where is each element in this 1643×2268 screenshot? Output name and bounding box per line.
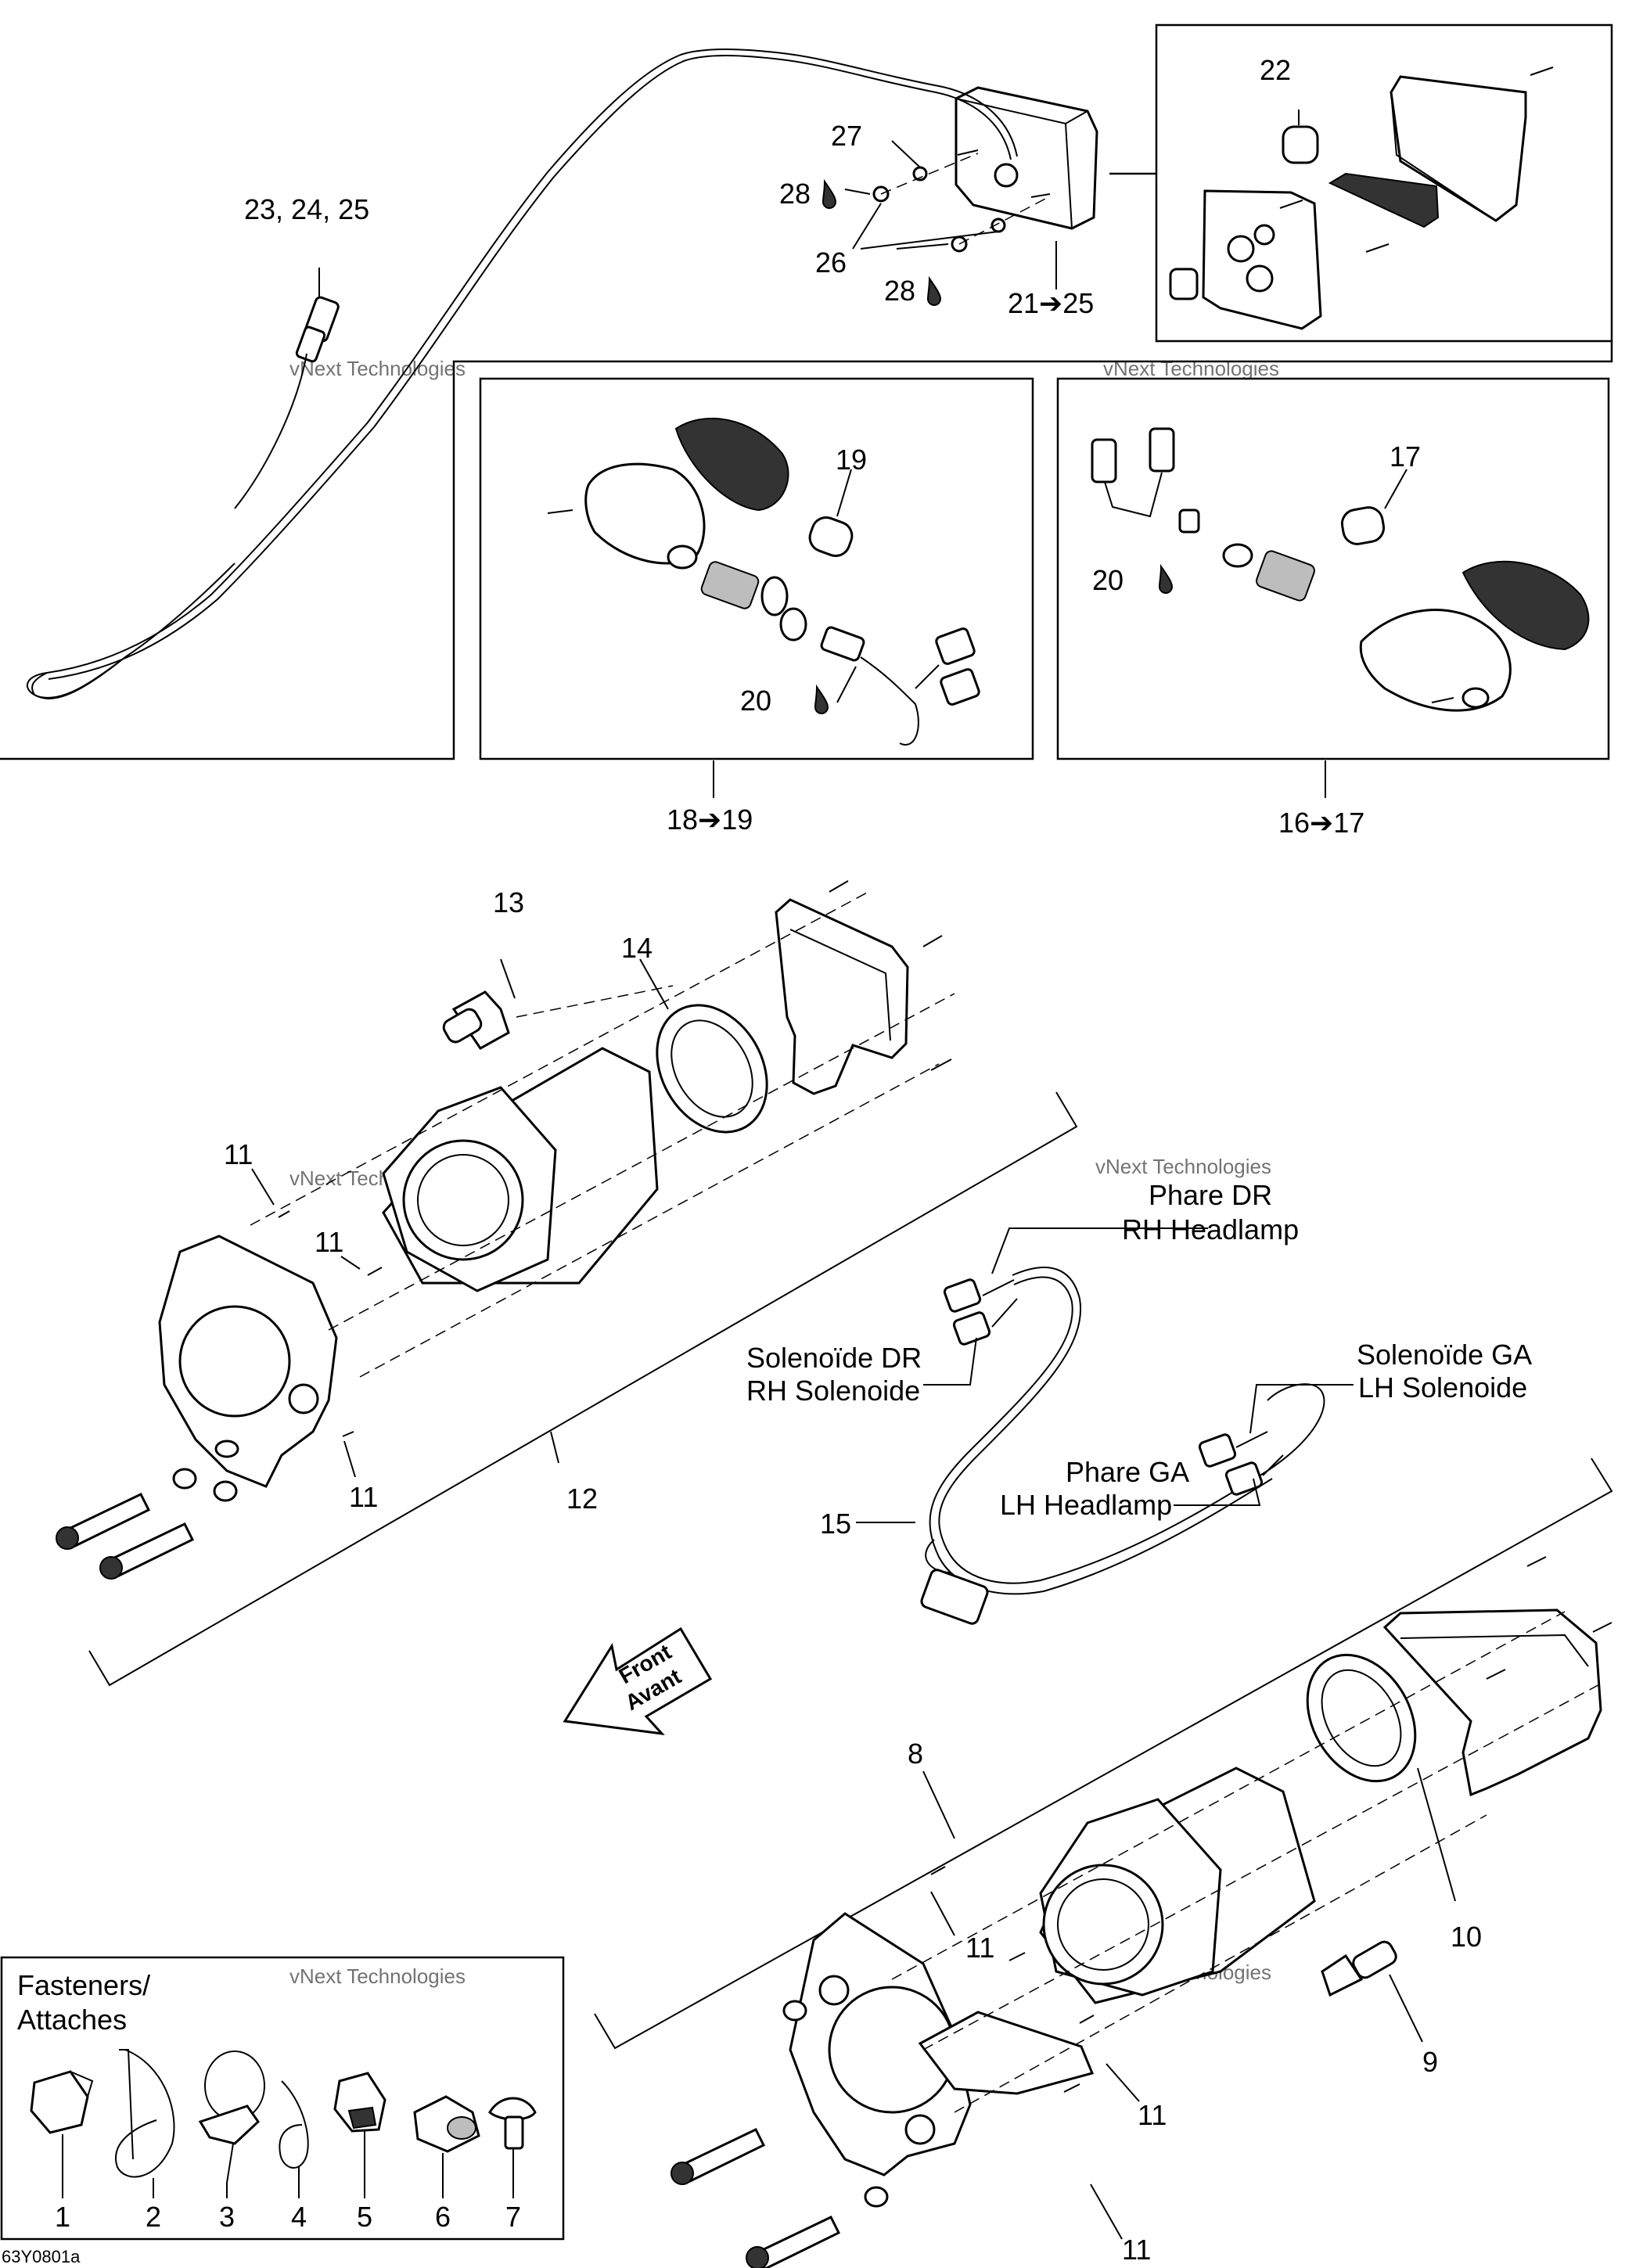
callout-23-24-25: 23, 24, 25 [244,193,369,225]
callout-13: 13 [493,886,524,918]
callout-19: 19 [836,444,867,476]
callout-15: 15 [820,1508,851,1540]
label-phare-dr: Phare DR [1149,1179,1272,1211]
callout-11: 11 [349,1481,378,1513]
callout-26: 26 [815,246,847,279]
fasteners-subtitle: Attaches [17,2004,127,2036]
drop-icon [1158,563,1174,594]
fasteners-title: Fasteners/ [17,1969,150,2001]
drop-icon [822,178,837,209]
callout-21-25: 21➔25 [1008,287,1094,319]
taillight-assembly: 27 28 26 28 21➔25 23, 24, 25 [26,49,1098,699]
callout-16-17: 16➔17 [1278,807,1364,839]
watermark-group: vNext Technologies vNext Technologies vN… [289,357,1279,1988]
turn-signal-right-frame: 19 20 18➔19 [479,377,1034,836]
label-lh-solenoide: LH Solenoide [1358,1371,1527,1404]
callout-8: 8 [908,1738,923,1770]
drop-icon [814,684,829,714]
label-rh-headlamp: RH Headlamp [1122,1213,1299,1245]
callout-20: 20 [740,685,771,717]
callout-14: 14 [621,932,653,964]
callout-11: 11 [315,1226,343,1258]
callout-11: 11 [1122,2234,1151,2266]
turn-signal-left-frame: 17 20 16➔17 [1056,377,1610,839]
callout-9: 9 [1422,2046,1438,2078]
label-lh-headlamp: LH Headlamp [1000,1489,1172,1521]
watermark-text: vNext Technologies [1103,357,1279,380]
callout-11: 11 [1138,2099,1167,2131]
label-solenoide-dr: Solenoïde DR [746,1342,922,1374]
drop-icon [926,275,942,306]
callout-20: 20 [1092,564,1123,596]
taillight-detail-frame: 22 [0,23,1613,760]
watermark-text: vNext Technologies [1095,1155,1271,1178]
callout-11: 11 [224,1138,253,1170]
fastener-number: 5 [357,2201,372,2233]
callout-11: 11 [965,1932,994,1964]
fastener-number: 3 [219,2201,235,2233]
front-direction-arrow: Front Avant [563,1626,713,1736]
headlamp-right-assembly: 13 14 11 11 11 12 [56,880,1078,1687]
callout-22: 22 [1260,54,1291,86]
watermark-text: vNext Technologies [289,357,466,380]
drawing-code: 63Y0801a [2,2247,81,2266]
headlamp-left-assembly: 8 11 11 11 10 9 [594,1457,1613,2268]
fastener-number: 7 [505,2201,521,2233]
callout-28: 28 [884,275,915,307]
label-solenoide-ga: Solenoïde GA [1357,1339,1532,1371]
fastener-number: 6 [435,2201,451,2233]
headlamp-harness: Phare DR RH Headlamp Solenoïde DR RH Sol… [746,1179,1532,1625]
fastener-number: 1 [55,2201,70,2233]
fastener-number: 4 [291,2201,307,2233]
label-rh-solenoide: RH Solenoide [746,1375,920,1407]
callout-10: 10 [1451,1921,1482,1953]
callout-17: 17 [1390,440,1421,473]
callout-18-19: 18➔19 [667,803,753,836]
label-phare-ga: Phare GA [1066,1456,1189,1488]
callout-12: 12 [566,1483,598,1515]
fasteners-legend: Fasteners/ Attaches 1 2 3 4 5 [0,1956,565,2241]
callout-27: 27 [831,120,862,152]
watermark-text: vNext Technologies [289,1964,466,1988]
callout-28: 28 [779,178,811,210]
fastener-number: 2 [146,2201,161,2233]
